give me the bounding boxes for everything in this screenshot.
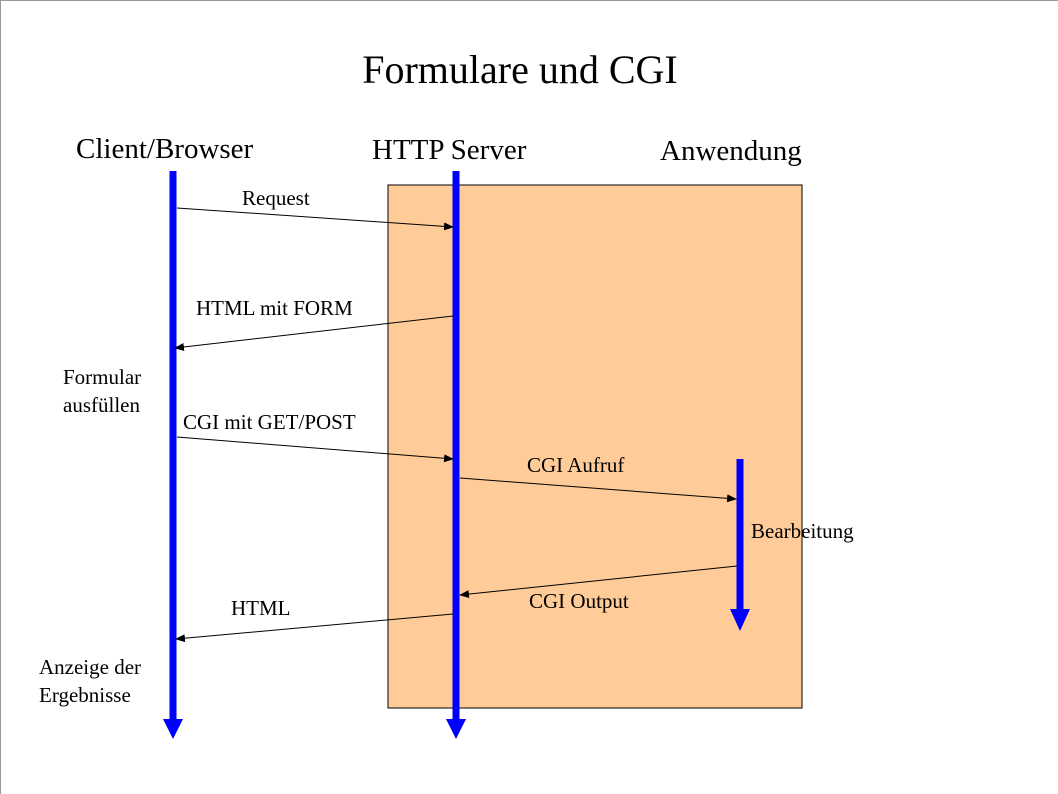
lifeline-server — [446, 171, 466, 739]
message-cgi-output-label: CGI Output — [529, 589, 629, 613]
message-html-form-label: HTML mit FORM — [196, 296, 353, 320]
lifeline-app — [730, 459, 750, 631]
note-show-results-line2: Ergebnisse — [39, 683, 131, 707]
message-request-label: Request — [242, 186, 310, 210]
arrow-down-icon — [446, 719, 466, 739]
note-processing: Bearbeitung — [751, 519, 854, 543]
message-request-arrow — [176, 207, 454, 231]
lifeline-client — [163, 171, 183, 739]
message-html-label: HTML — [231, 596, 291, 620]
arrow-down-icon — [163, 719, 183, 739]
arrow-down-icon — [730, 609, 750, 631]
message-cgi-get-post-label: CGI mit GET/POST — [183, 410, 356, 434]
note-fill-form-line1: Formular — [63, 365, 141, 389]
diagram-title: Formulare und CGI — [362, 47, 678, 92]
message-cgi-output-arrow — [459, 565, 738, 599]
participant-client: Client/Browser — [76, 133, 254, 165]
message-html-arrow — [175, 613, 454, 643]
note-fill-form-line2: ausfüllen — [63, 393, 140, 417]
participant-app: Anwendung — [660, 135, 802, 167]
message-cgi-get-post-arrow — [176, 436, 454, 463]
note-show-results-line1: Anzeige der — [39, 655, 141, 679]
message-cgi-call-arrow — [459, 477, 737, 503]
participant-server: HTTP Server — [372, 134, 527, 166]
message-cgi-call-label: CGI Aufruf — [527, 453, 624, 477]
message-html-form-arrow — [174, 315, 454, 351]
